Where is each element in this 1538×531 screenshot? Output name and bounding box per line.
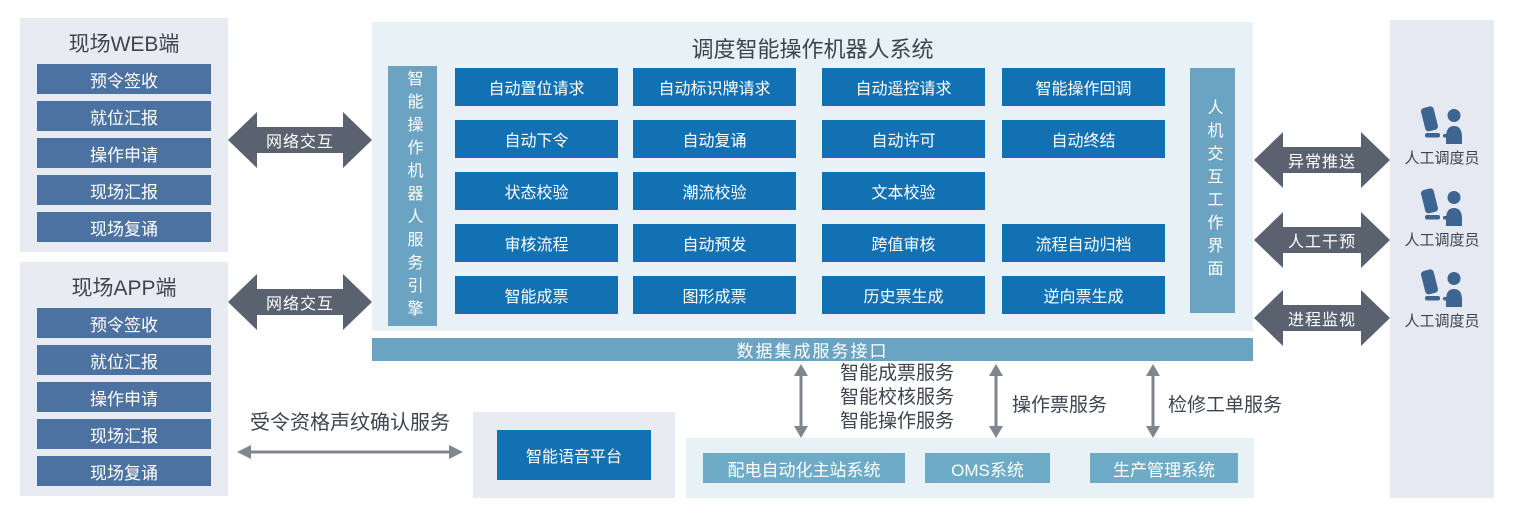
ticket-services-arrow-icon xyxy=(794,364,808,438)
dispatcher-label: 人工调度员 xyxy=(1404,313,1480,330)
network-arrow-top: 网络交互 xyxy=(228,112,372,168)
module-auto-predispatch: 自动预发 xyxy=(633,224,796,262)
hmi-bar-label: 人机交互工作界面 xyxy=(1204,98,1222,283)
smart-ticket-service-label: 智能成票服务 xyxy=(840,363,955,384)
field-app-panel: 现场APP端 预令签收 就位汇报 操作申请 现场汇报 现场复诵 xyxy=(20,262,228,496)
module-auto-permit: 自动许可 xyxy=(822,120,985,158)
data-integration-bar: 数据集成服务接口 xyxy=(372,338,1253,361)
oms-system-block: OMS系统 xyxy=(925,453,1050,483)
hmi-vertical-bar: 人机交互工作界面 xyxy=(1190,68,1235,313)
module-auto-telecontrol: 自动遥控请求 xyxy=(822,68,985,106)
production-management-system-block: 生产管理系统 xyxy=(1090,453,1238,483)
external-systems-panel: 配电自动化主站系统 OMS系统 生产管理系统 xyxy=(686,438,1254,498)
voice-platform-block: 智能语音平台 xyxy=(497,430,651,480)
arrow-right-head-icon xyxy=(1361,290,1390,346)
dispatcher-label: 人工调度员 xyxy=(1404,150,1480,167)
operation-ticket-service-label: 操作票服务 xyxy=(1012,395,1108,416)
manual-intervention-arrow: 人工干预 xyxy=(1254,212,1390,268)
module-auto-repeat: 自动复诵 xyxy=(633,120,796,158)
dispatcher-panel: 人工调度员 人工调度员 xyxy=(1390,20,1494,498)
app-item-site-repeat: 现场复诵 xyxy=(37,456,211,486)
arrow-right-head-icon xyxy=(1361,132,1390,188)
module-auto-archive: 流程自动归档 xyxy=(1002,224,1165,262)
module-smart-ticket: 智能成票 xyxy=(455,276,618,314)
dispatcher-label: 人工调度员 xyxy=(1404,232,1480,249)
module-smart-op-callback: 智能操作回调 xyxy=(1002,68,1165,106)
arrow-left-head-icon xyxy=(1254,212,1283,268)
exception-push-label: 异常推送 xyxy=(1283,147,1361,173)
field-web-title: 现场WEB端 xyxy=(68,33,180,56)
process-monitor-arrow: 进程监视 xyxy=(1254,290,1390,346)
arrow-right-head-icon xyxy=(343,112,372,168)
module-history-ticket: 历史票生成 xyxy=(822,276,985,314)
arrow-left-head-icon xyxy=(1254,132,1283,188)
module-state-check: 状态校验 xyxy=(455,172,618,210)
web-item-inplace-report: 就位汇报 xyxy=(37,101,211,131)
module-crossshift-review: 跨值审核 xyxy=(822,224,985,262)
smart-check-service-label: 智能校核服务 xyxy=(840,387,955,408)
distribution-automation-system-block: 配电自动化主站系统 xyxy=(703,453,905,483)
module-powerflow-check: 潮流校验 xyxy=(633,172,796,210)
module-graphic-ticket: 图形成票 xyxy=(633,276,796,314)
exception-push-arrow: 异常推送 xyxy=(1254,132,1390,188)
voice-platform-panel: 智能语音平台 xyxy=(473,412,675,498)
module-auto-setpoint-request: 自动置位请求 xyxy=(455,68,618,106)
module-auto-tag-request: 自动标识牌请求 xyxy=(633,68,796,106)
network-arrow-bottom: 网络交互 xyxy=(228,274,372,330)
engine-bar-label: 智能操作机器人服务引擎 xyxy=(404,69,422,323)
maintenance-order-arrow-icon xyxy=(1146,364,1160,438)
voiceprint-service-arrow-icon xyxy=(237,445,463,459)
manual-intervention-label: 人工干预 xyxy=(1283,227,1361,253)
module-text-check: 文本校验 xyxy=(822,172,985,210)
maintenance-order-service-label: 检修工单服务 xyxy=(1168,395,1283,416)
process-monitor-label: 进程监视 xyxy=(1283,305,1361,331)
web-item-site-repeat: 现场复诵 xyxy=(37,212,211,242)
arrow-left-head-icon xyxy=(228,274,257,330)
data-integration-label: 数据集成服务接口 xyxy=(736,342,889,361)
app-item-preorder-sign: 预令签收 xyxy=(37,308,211,338)
arrow-left-head-icon xyxy=(228,112,257,168)
app-item-site-report: 现场汇报 xyxy=(37,419,211,449)
engine-vertical-bar: 智能操作机器人服务引擎 xyxy=(388,66,437,326)
web-item-preorder-sign: 预令签收 xyxy=(37,64,211,94)
person-at-workstation-icon xyxy=(1421,188,1462,226)
module-auto-terminate: 自动终结 xyxy=(1002,120,1165,158)
arrow-left-head-icon xyxy=(1254,290,1283,346)
arrow-right-head-icon xyxy=(1361,212,1390,268)
voiceprint-service-label: 受令资格声纹确认服务 xyxy=(250,412,450,434)
app-item-inplace-report: 就位汇报 xyxy=(37,345,211,375)
dispatcher-group: 人工调度员 xyxy=(1390,269,1494,331)
robot-system-panel: 调度智能操作机器人系统 智能操作机器人服务引擎 人机交互工作界面 自动置位请求 … xyxy=(372,22,1253,331)
dispatcher-group: 人工调度员 xyxy=(1390,188,1494,250)
module-auto-order: 自动下令 xyxy=(455,120,618,158)
robot-system-title: 调度智能操作机器人系统 xyxy=(691,37,934,62)
person-at-workstation-icon xyxy=(1421,269,1462,307)
field-web-panel: 现场WEB端 预令签收 就位汇报 操作申请 现场汇报 现场复诵 xyxy=(20,18,228,252)
person-at-workstation-icon xyxy=(1421,106,1462,144)
web-item-operation-apply: 操作申请 xyxy=(37,138,211,168)
field-app-title: 现场APP端 xyxy=(71,277,177,300)
smart-operation-service-label: 智能操作服务 xyxy=(840,411,955,432)
network-arrow-top-label: 网络交互 xyxy=(257,127,343,153)
smart-service-labels: 智能成票服务 智能校核服务 智能操作服务 xyxy=(840,362,954,434)
dispatcher-group: 人工调度员 xyxy=(1390,106,1494,168)
module-review-flow: 审核流程 xyxy=(455,224,618,262)
app-item-operation-apply: 操作申请 xyxy=(37,382,211,412)
web-item-site-report: 现场汇报 xyxy=(37,175,211,205)
network-arrow-bottom-label: 网络交互 xyxy=(257,289,343,315)
arrow-right-head-icon xyxy=(343,274,372,330)
operation-ticket-arrow-icon xyxy=(989,364,1003,438)
module-reverse-ticket: 逆向票生成 xyxy=(1002,276,1165,314)
